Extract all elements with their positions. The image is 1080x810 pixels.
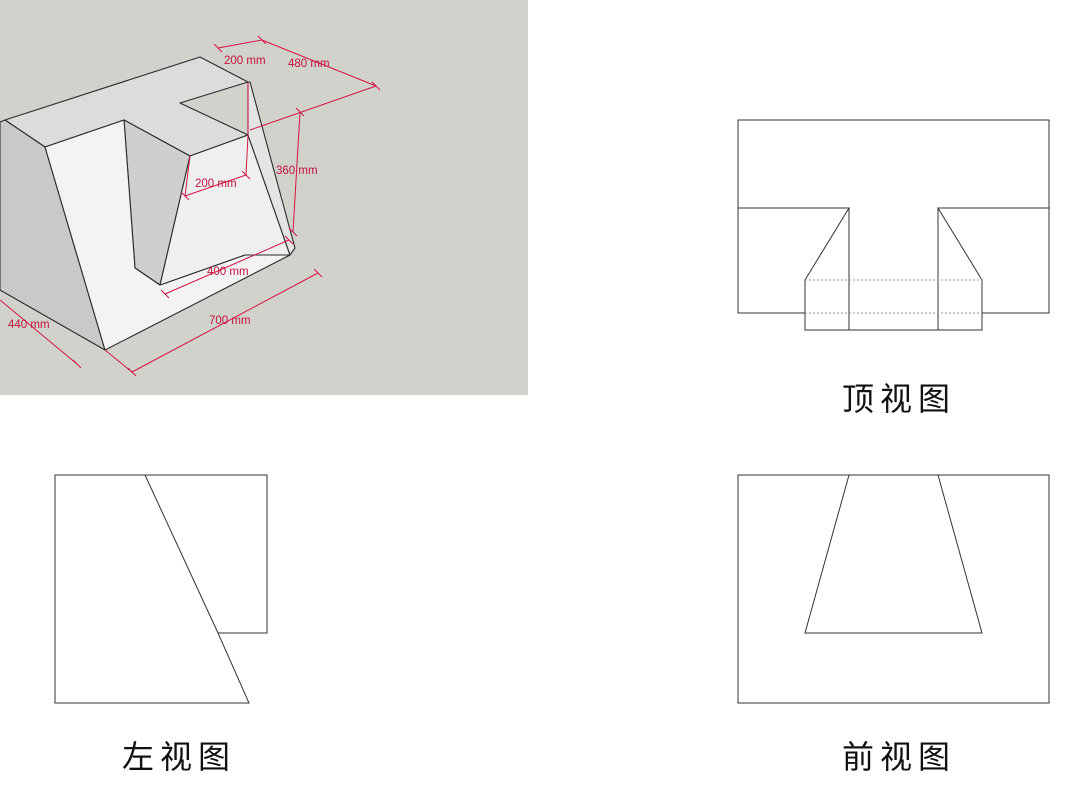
- left-view-outline: [54, 474, 268, 704]
- front-view-trapezoid: [804, 474, 983, 634]
- dimension-labels: 200 mm 480 mm 360 mm 200 mm 400 mm 700 m…: [8, 55, 330, 331]
- dim-label-depth-side: 440 mm: [8, 319, 50, 331]
- dim-label-height: 360 mm: [276, 165, 318, 177]
- left-view-drawing: [54, 474, 268, 704]
- front-view-outline: [737, 474, 1050, 704]
- front-view-title: 前视图: [842, 738, 957, 776]
- front-view-drawing: [737, 474, 1050, 704]
- top-view-slot: [738, 208, 1049, 330]
- dim-label-base-front: 400 mm: [207, 266, 249, 278]
- left-view-title: 左视图: [122, 738, 237, 776]
- top-view-drawing: [737, 119, 1050, 331]
- dim-label-depth-total: 480 mm: [288, 58, 330, 70]
- top-view-notch-edge: [738, 207, 1049, 331]
- dim-label-length: 700 mm: [209, 315, 251, 327]
- perspective-viewport: 200 mm 480 mm 360 mm 200 mm 400 mm 700 m…: [0, 0, 528, 395]
- 3d-model: [0, 56, 296, 351]
- dim-label-slot-width: 200 mm: [195, 178, 237, 190]
- dim-label-width-top: 200 mm: [224, 55, 266, 67]
- left-view-slope-edge: [144, 474, 219, 634]
- top-view-title: 顶视图: [842, 380, 957, 418]
- dimension-lines: [0, 35, 381, 377]
- model-left-face: [0, 119, 106, 351]
- model-slot-back-wall: [159, 134, 291, 286]
